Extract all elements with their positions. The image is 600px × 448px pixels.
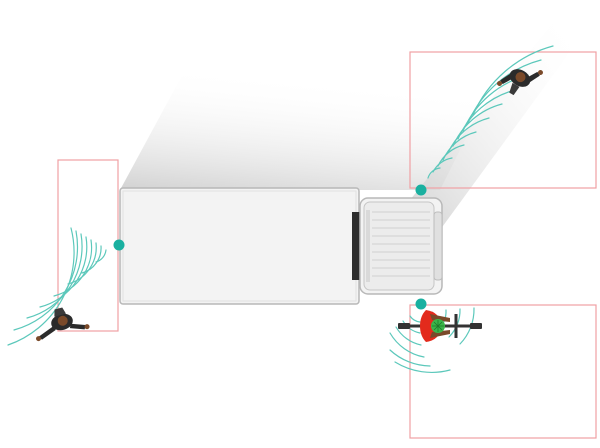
sensor-dot-icon (415, 298, 427, 310)
detection-zone-bottom-right (409, 304, 597, 439)
truck-shadow (120, 20, 575, 230)
cyclist-icon (398, 310, 482, 342)
sensor-dot-icon (415, 184, 427, 196)
sensor-dot-icon (113, 239, 125, 251)
truck-trailer (119, 187, 360, 305)
truck-cab (359, 197, 443, 295)
sensor-waves (7, 45, 554, 374)
pedestrian-icon (36, 307, 90, 342)
detection-zone-left (57, 159, 119, 332)
detection-zone-top-right (409, 51, 597, 189)
sensors (113, 184, 427, 310)
pedestrian-icon (497, 69, 543, 96)
truck (119, 187, 443, 305)
